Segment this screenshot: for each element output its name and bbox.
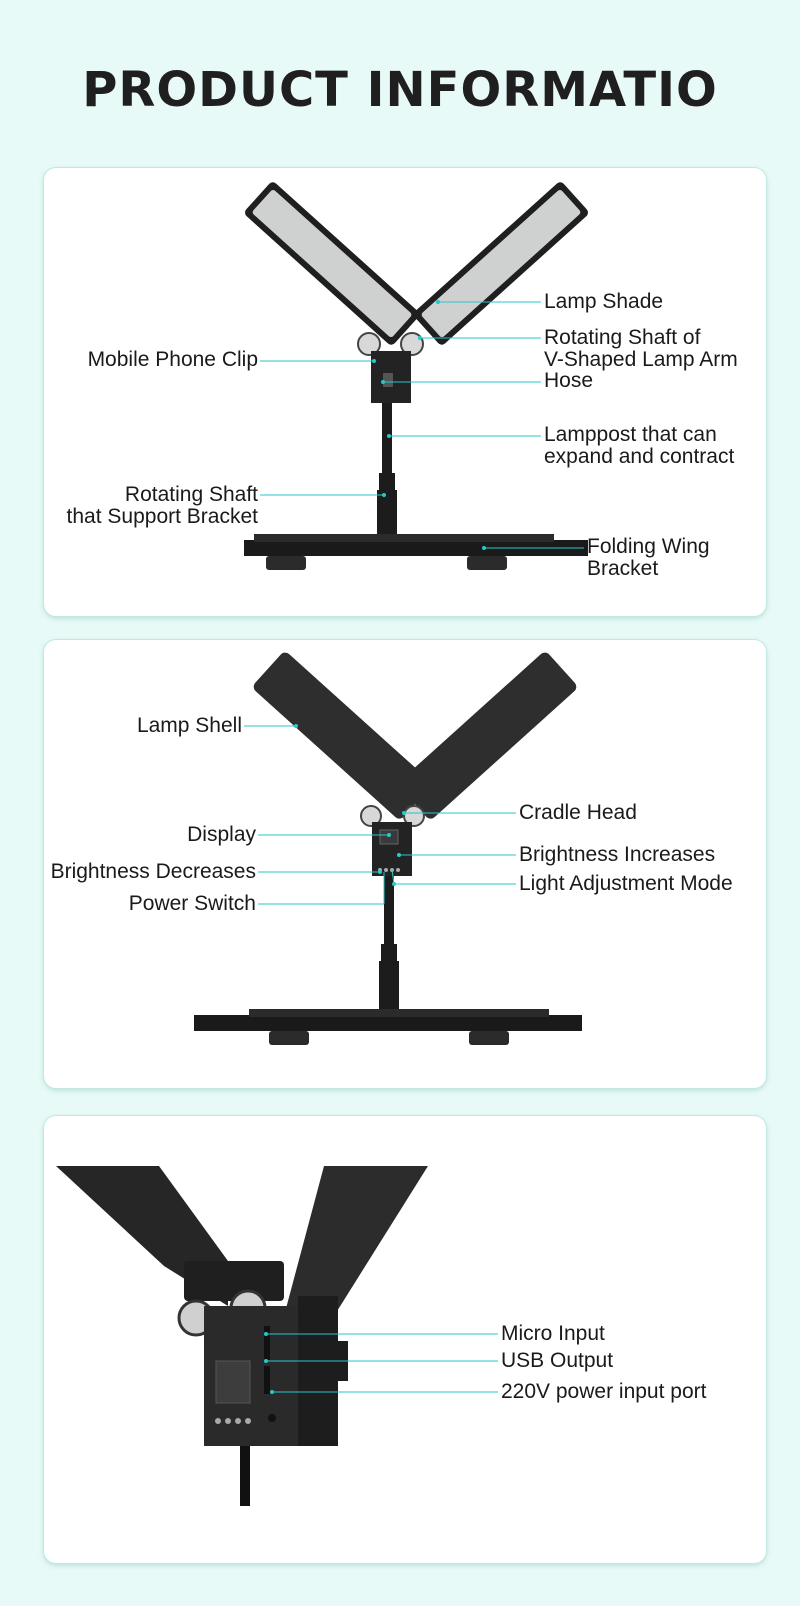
label-power-port: 220V power input port	[501, 1380, 707, 1403]
lamp-illustration-1	[244, 182, 588, 570]
label-display: Display	[187, 823, 256, 846]
label-light-mode: Light Adjustment Mode	[519, 872, 733, 895]
panel-controls: Lamp Shell Cradle Head Display Brightnes…	[44, 640, 766, 1088]
label-rotating-shaft-2: V-Shaped Lamp Arm	[544, 348, 738, 371]
label-lamppost-2: expand and contract	[544, 445, 735, 468]
page-title: PRODUCT INFORMATIO	[82, 62, 718, 118]
label-brightness-inc: Brightness Increases	[519, 843, 716, 866]
label-mobile-clip: Mobile Phone Clip	[87, 348, 258, 371]
label-power-switch: Power Switch	[128, 892, 256, 915]
panel-ports: Micro Input USB Output 220V power input …	[44, 1116, 766, 1563]
label-brightness-dec: Brightness Decreases	[50, 860, 256, 883]
left-lamp-arm	[245, 182, 419, 345]
lamp-illustration-2	[194, 652, 582, 1045]
label-lamppost-1: Lamppost that can	[544, 423, 717, 446]
label-usb-output: USB Output	[501, 1349, 614, 1372]
label-cradle-head: Cradle Head	[519, 801, 637, 824]
lamp-closeup-illustration	[56, 1166, 498, 1506]
label-support-shaft-2: that Support Bracket	[66, 505, 258, 528]
label-lamp-shell: Lamp Shell	[136, 714, 242, 737]
label-folding-2: Bracket	[587, 557, 659, 580]
panel-lamp-structure: Lamp Shade Rotating Shaft of V-Shaped La…	[44, 168, 766, 616]
label-rotating-shaft-1: Rotating Shaft of	[544, 326, 701, 349]
right-lamp-arm	[414, 182, 588, 345]
label-lamp-shade: Lamp Shade	[544, 290, 664, 313]
label-micro-input: Micro Input	[501, 1322, 605, 1345]
label-support-shaft-1: Rotating Shaft	[124, 483, 258, 506]
label-rotating-shaft-3: Hose	[544, 369, 594, 392]
label-folding-1: Folding Wing	[587, 535, 710, 558]
